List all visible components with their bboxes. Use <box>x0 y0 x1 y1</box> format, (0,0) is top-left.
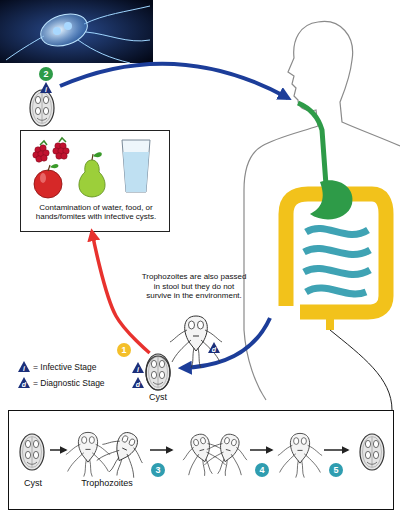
stomach <box>310 180 353 219</box>
berry-leaves <box>40 138 66 145</box>
pear <box>79 152 105 197</box>
callout-number: 1 <box>117 343 131 357</box>
transmission-arrow <box>92 232 150 353</box>
stage-marker <box>40 82 52 93</box>
legend-text: = Infective Stage <box>33 362 97 372</box>
infective-cyst <box>30 90 54 126</box>
legend-row: = Diagnostic Stage <box>33 377 105 389</box>
apple-leaf <box>50 164 58 168</box>
berry-drupelet <box>41 155 47 161</box>
stage-name: Cyst <box>18 478 48 490</box>
stage-name: Cyst <box>136 392 180 404</box>
pointer-line <box>330 330 392 410</box>
trophozoite <box>66 432 110 476</box>
callout-circle <box>39 67 53 81</box>
stage-marker <box>132 377 144 388</box>
stage-marker-letter: d <box>209 345 219 354</box>
stool-cyst <box>146 354 170 390</box>
cyst-wall <box>146 356 170 390</box>
stage-marker-letter: i <box>41 85 51 94</box>
callout-circle <box>117 343 131 357</box>
callout-number: 5 <box>329 463 343 477</box>
micrograph-nucleus <box>64 22 72 30</box>
stage-marker-letter: i <box>133 365 143 374</box>
stage-marker-letter: i <box>19 364 29 373</box>
trophozoite <box>170 316 222 368</box>
apple-body <box>34 170 62 198</box>
stage-marker-letter: d <box>19 380 29 389</box>
step-arrow <box>250 449 272 451</box>
oval-outline <box>144 353 172 391</box>
micrograph-background <box>0 0 153 63</box>
callout-circle <box>151 463 165 477</box>
legend-text: = Diagnostic Stage <box>33 378 105 388</box>
apple <box>34 164 62 198</box>
legend-marker <box>18 377 30 388</box>
stage-name: Trophozoites <box>61 478 153 490</box>
dividing-trophozoite <box>178 429 229 480</box>
callout-circle <box>255 463 269 477</box>
berry-drupelet <box>61 153 67 159</box>
legend-row: = Infective Stage <box>33 361 97 373</box>
box-caption: Contamination of water, food, or hands/f… <box>23 203 169 231</box>
callout-circle <box>329 463 343 477</box>
note-text: Trophozoites are also passed in stool bu… <box>140 272 248 301</box>
callout-number: 3 <box>151 463 165 477</box>
callout-number: 2 <box>39 67 53 81</box>
stage-marker <box>208 342 220 353</box>
stage-marker <box>132 362 144 373</box>
body-outline <box>318 21 400 146</box>
trophozoite <box>278 433 322 477</box>
micrograph-flagella <box>6 6 150 63</box>
dividing-trophozoite <box>201 429 252 480</box>
raspberries <box>33 138 69 162</box>
callout-number: 4 <box>255 463 269 477</box>
contamination-box: Contamination of water, food, or hands/f… <box>20 130 170 232</box>
micrograph-cell <box>37 8 92 51</box>
cyst-node: Cyst <box>144 353 172 405</box>
pear-body <box>79 160 105 197</box>
rectum <box>326 312 334 330</box>
encysting-cyst <box>360 434 384 470</box>
step-arrow <box>324 449 348 451</box>
detail-box: Cyst Trophozoites <box>8 410 394 510</box>
ingestion-arrow <box>60 64 288 98</box>
step-arrow <box>50 449 66 451</box>
cyst <box>20 434 44 470</box>
water <box>123 152 149 192</box>
pear-leaf <box>93 152 102 157</box>
pear-stem <box>92 154 93 160</box>
small-intestine <box>304 229 370 294</box>
trophozoite <box>93 424 152 483</box>
esophagus <box>298 103 326 185</box>
step-arrow <box>150 449 172 451</box>
stage-marker-letter: d <box>133 380 143 389</box>
apple-stem <box>48 165 50 171</box>
micrograph-nucleus <box>53 27 61 35</box>
water-glass <box>122 140 150 192</box>
apple-highlight <box>40 173 46 183</box>
glass <box>122 140 150 192</box>
legend-marker <box>18 361 30 372</box>
